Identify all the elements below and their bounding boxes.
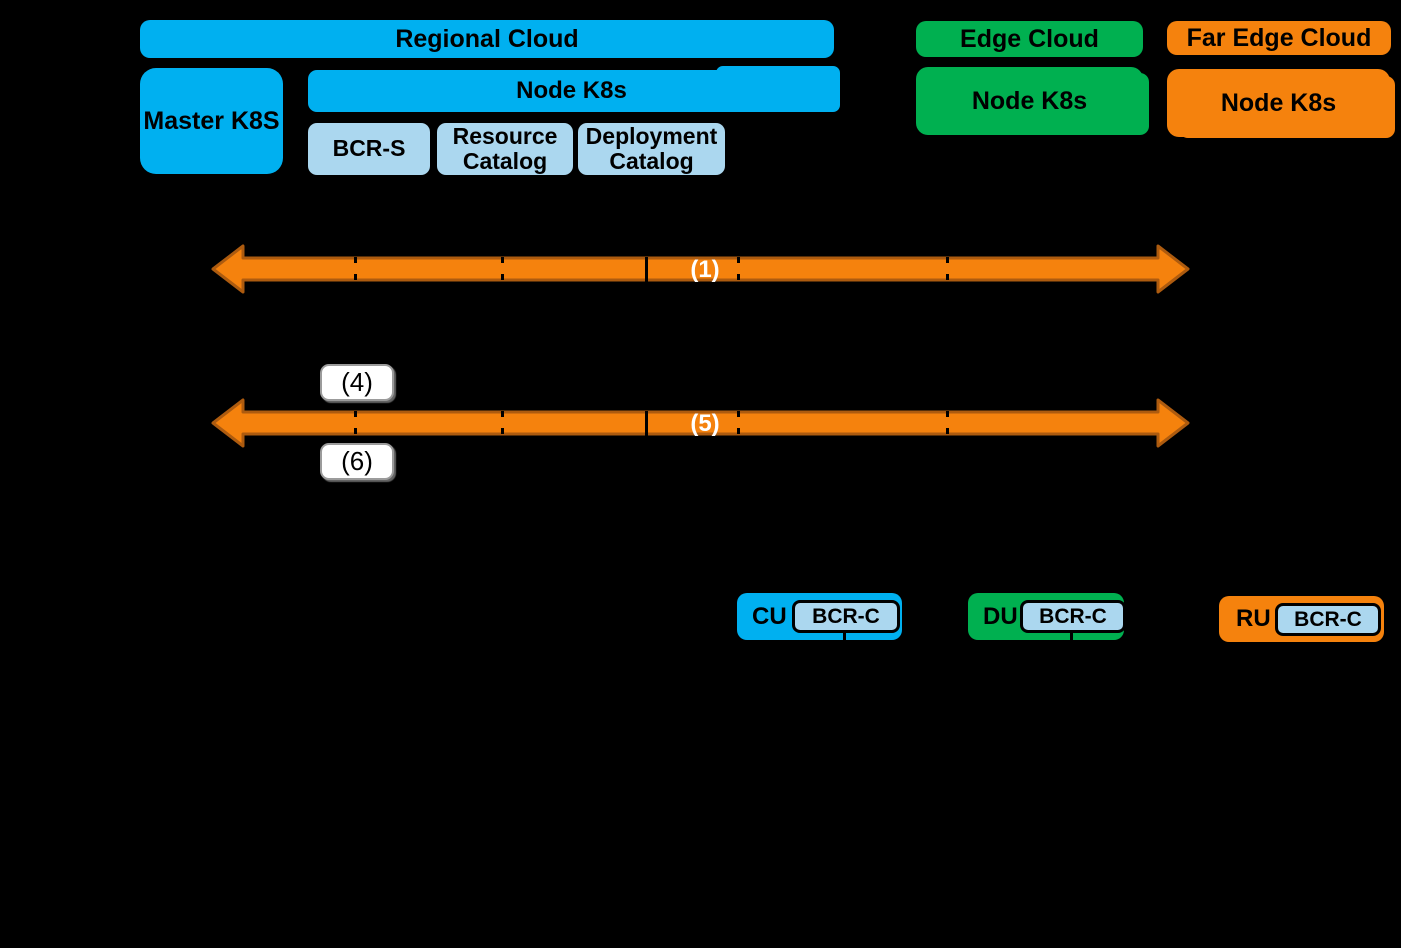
du-bcr-c-box: BCR-C: [1020, 600, 1126, 633]
resource-catalog-box: Resource Catalog: [437, 123, 573, 175]
node-k8s-edge-box: Node K8s: [916, 67, 1143, 135]
lifeline-tick: [501, 428, 504, 434]
master-k8s-box: Master K8S: [140, 68, 283, 174]
ru-label: RU: [1236, 604, 1271, 632]
lifeline-tick: [946, 257, 949, 263]
message-arrow-2: [211, 398, 1190, 448]
bcr-s-box: BCR-S: [308, 123, 430, 175]
lifeline-tick: [501, 274, 504, 280]
node-k8s-faredge-box: Node K8s: [1167, 69, 1390, 137]
arrow-1-label: (1): [690, 256, 720, 283]
lifeline-tick: [1070, 632, 1073, 640]
lifeline-tick: [501, 411, 504, 417]
cu-label: CU: [752, 602, 787, 630]
lifeline-tick: [645, 411, 648, 436]
regional-cloud-banner: Regional Cloud: [140, 20, 834, 58]
lifeline-tick: [354, 411, 357, 417]
lifeline-tick: [737, 257, 740, 263]
step-6-label-box: (6): [320, 443, 394, 480]
lifeline-tick: [843, 632, 846, 640]
deployment-catalog-box: Deployment Catalog: [578, 123, 725, 175]
lifeline-tick: [354, 274, 357, 280]
lifeline-tick: [946, 411, 949, 417]
lifeline-tick: [946, 428, 949, 434]
edge-cloud-banner: Edge Cloud: [916, 21, 1143, 57]
du-label: DU: [983, 602, 1018, 630]
cu-bcr-c-box: BCR-C: [792, 600, 900, 633]
arrow-2-label: (5): [690, 410, 720, 437]
lifeline-tick: [645, 257, 648, 282]
ru-bcr-c-box: BCR-C: [1275, 603, 1381, 636]
lifeline-tick: [737, 411, 740, 417]
message-arrow-1: [211, 244, 1190, 294]
step-4-label-box: (4): [320, 364, 394, 401]
lifeline-tick: [354, 257, 357, 263]
lifeline-tick: [501, 257, 504, 263]
lifeline-tick: [354, 428, 357, 434]
node-k8s-regional-box: Node K8s: [308, 70, 835, 112]
lifeline-tick: [737, 428, 740, 434]
lifeline-tick: [946, 274, 949, 280]
lifeline-tick: [737, 274, 740, 280]
far-edge-cloud-banner: Far Edge Cloud: [1167, 21, 1391, 55]
